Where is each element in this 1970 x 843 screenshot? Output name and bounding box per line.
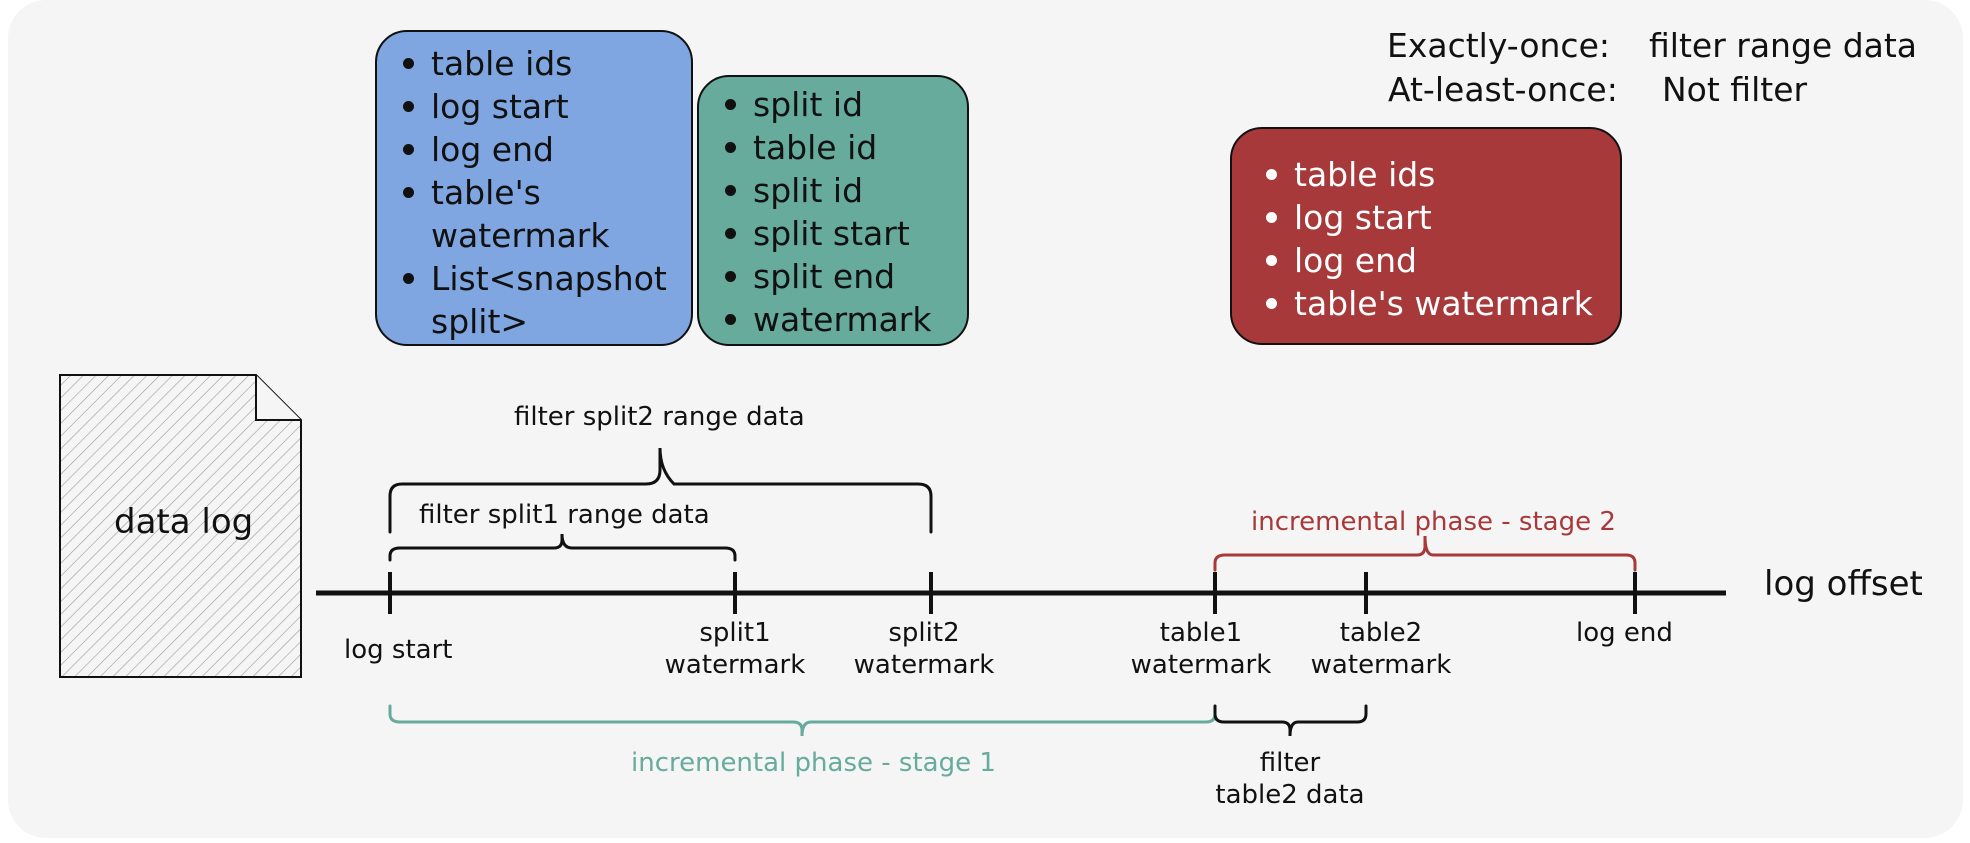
brace-stage1: [388, 704, 1217, 737]
list-item: split end: [713, 255, 967, 298]
tick-label-table1: table1 watermark: [1111, 617, 1291, 681]
data-log-label: data log: [114, 502, 254, 542]
list-item: table ids: [391, 42, 691, 85]
list-item: split start: [713, 212, 967, 255]
red-box-list: table ids log start log end table's wate…: [1254, 153, 1620, 325]
brace-label-table2: filter table2 data: [1190, 747, 1390, 811]
brace-split2: [388, 447, 933, 534]
list-item: table id: [713, 126, 967, 169]
brace-label-stage1: incremental phase - stage 1: [631, 748, 996, 778]
blue-box-list: table ids log start log end table's wate…: [391, 42, 691, 343]
list-item: watermark: [713, 298, 967, 341]
list-item: log end: [391, 128, 691, 171]
list-item: log start: [1254, 196, 1620, 239]
tick-label-line: watermark: [664, 650, 806, 680]
diagram-background: [8, 0, 1963, 838]
list-item: split id: [713, 83, 967, 126]
at-least-once-value: Not filter: [1662, 70, 1808, 109]
at-least-once-label: At-least-once:: [1388, 70, 1618, 109]
list-item: log end: [1254, 239, 1620, 282]
snapshot-split-meta-box: table ids log start log end table's wate…: [375, 30, 693, 346]
tick-label-split2: split2 watermark: [834, 617, 1014, 681]
tick-label-table2: table2 watermark: [1291, 617, 1471, 681]
tick-label-line: watermark: [1310, 650, 1452, 680]
brace-label-split2: filter split2 range data: [514, 402, 805, 432]
brace-label-stage2: incremental phase - stage 2: [1251, 507, 1616, 537]
tick-label-line: watermark: [1130, 650, 1272, 680]
tick-label-line: watermark: [853, 650, 995, 680]
axis-label: log offset: [1764, 564, 1923, 604]
list-item: table ids: [1254, 153, 1620, 196]
brace-label-line: filter: [1259, 748, 1321, 778]
tick-label-line: table1: [1159, 618, 1243, 648]
brace-label-split1: filter split1 range data: [419, 500, 710, 530]
brace-label-line: table2 data: [1215, 780, 1365, 810]
tick-label-log-start: log start: [344, 635, 453, 665]
teal-box-list: split id table id split id split start s…: [713, 83, 967, 341]
data-log-document: [59, 374, 302, 678]
brace-table2: [1213, 704, 1368, 737]
list-item: table's watermark: [391, 171, 691, 257]
list-item: List<snapshot split>: [391, 257, 691, 343]
tick-label-line: table2: [1339, 618, 1423, 648]
list-item: split id: [713, 169, 967, 212]
axis-ticks: [388, 572, 1637, 614]
exactly-once-value: filter range data: [1649, 26, 1918, 65]
list-item: table's watermark: [1254, 282, 1620, 325]
brace-stage2: [1213, 535, 1637, 572]
list-item: log start: [391, 85, 691, 128]
tick-label-log-end: log end: [1576, 618, 1673, 648]
tick-label-line: split2: [888, 618, 960, 648]
split-info-box: split id table id split id split start s…: [697, 75, 969, 346]
exactly-once-label: Exactly-once:: [1387, 26, 1610, 65]
stream-split-meta-box: table ids log start log end table's wate…: [1230, 127, 1622, 345]
tick-label-line: split1: [699, 618, 771, 648]
brace-split1: [388, 533, 737, 562]
tick-label-split1: split1 watermark: [645, 617, 825, 681]
